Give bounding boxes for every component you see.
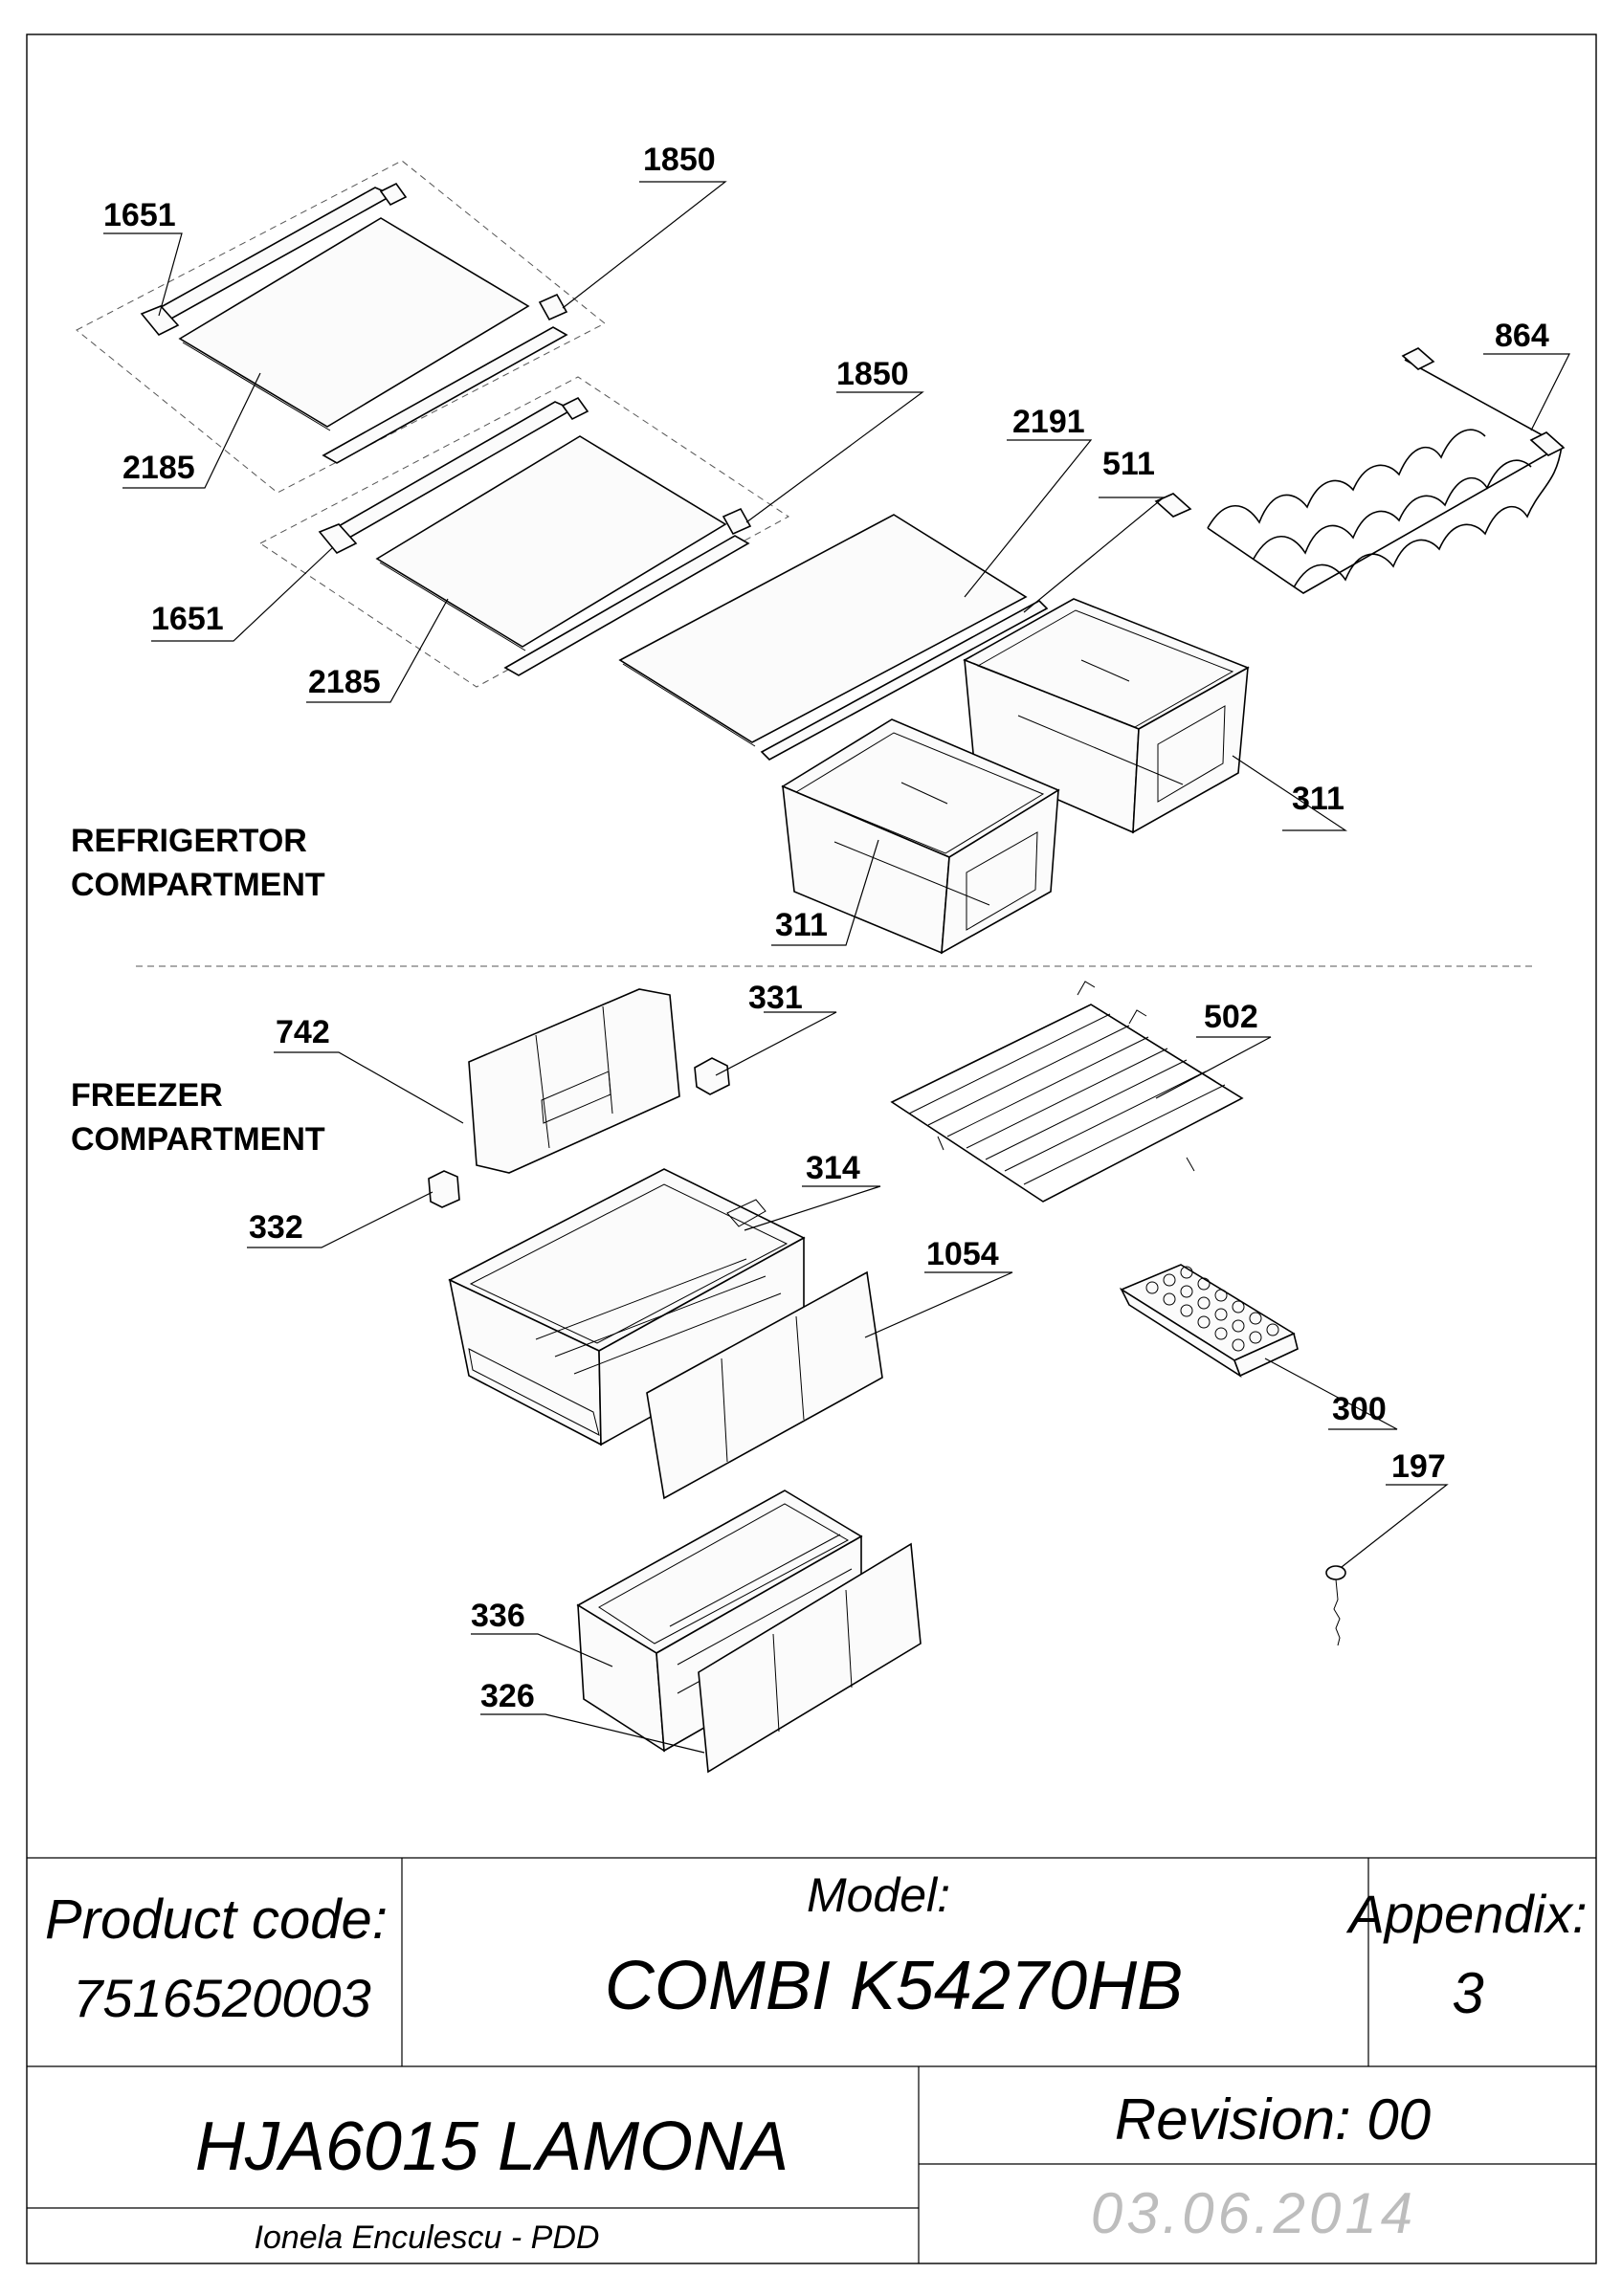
title-block <box>27 1857 1596 2263</box>
label-1651-mid: 1651 <box>151 601 224 637</box>
label-2185-top: 2185 <box>122 450 195 486</box>
model-value: COMBI K54270HB <box>605 1948 1183 2024</box>
label-1651-top: 1651 <box>103 197 176 233</box>
product-code-value: 7516520003 <box>73 1968 370 2028</box>
part-key-197 <box>1325 1565 1346 1646</box>
label-1054: 1054 <box>926 1236 999 1272</box>
model-label: Model: <box>807 1868 950 1922</box>
label-742: 742 <box>276 1014 330 1050</box>
drawing-frame <box>26 33 1597 2264</box>
leader-lines <box>103 181 1570 1754</box>
part-shelf-group-middle <box>259 376 789 688</box>
section-freezer-line2: COMPARTMENT <box>71 1121 325 1158</box>
section-refrigerator-line1: REFRIGERTOR <box>71 823 307 859</box>
label-314: 314 <box>806 1150 860 1186</box>
part-freezer-flap-742 <box>468 988 680 1174</box>
label-502: 502 <box>1204 999 1258 1035</box>
author: Ionela Enculescu - PDD <box>255 2219 600 2256</box>
label-332: 332 <box>249 1209 303 1246</box>
revision: Revision: 00 <box>1115 2087 1431 2152</box>
label-1850-top: 1850 <box>643 142 716 178</box>
label-311-right: 311 <box>1292 781 1344 817</box>
label-2191: 2191 <box>1012 404 1085 440</box>
part-strip-511 <box>760 600 1049 761</box>
label-2185-mid: 2185 <box>308 664 381 700</box>
part-glass-cover-2191 <box>618 514 1028 747</box>
part-lower-drawer-front-326 <box>698 1542 922 1774</box>
part-ice-tray-300 <box>1120 1264 1299 1378</box>
part-shelf-group-top <box>76 160 606 494</box>
label-326: 326 <box>480 1678 535 1714</box>
part-drawer-front-1054 <box>646 1270 883 1500</box>
label-331: 331 <box>748 980 803 1016</box>
label-300: 300 <box>1332 1391 1387 1427</box>
part-hinge-332 <box>428 1170 460 1208</box>
section-refrigerator-line2: COMPARTMENT <box>71 867 325 903</box>
part-hinge-331 <box>694 1057 730 1095</box>
appendix-label: Appendix: <box>1345 1884 1587 1944</box>
label-311-left: 311 <box>775 907 828 943</box>
project-name: HJA6015 LAMONA <box>195 2108 789 2185</box>
part-wire-shelf-502 <box>890 981 1244 1203</box>
label-511: 511 <box>1102 446 1155 482</box>
label-336: 336 <box>471 1598 525 1634</box>
label-197: 197 <box>1391 1448 1446 1485</box>
part-crisper-311-right <box>963 598 1250 834</box>
part-crisper-311-left <box>781 718 1060 955</box>
label-864: 864 <box>1495 318 1549 354</box>
date: 03.06.2014 <box>1091 2181 1416 2245</box>
appendix-value: 3 <box>1452 1961 1483 2025</box>
section-freezer-line1: FREEZER <box>71 1077 223 1114</box>
part-bottle-rack-864 <box>1154 347 1566 594</box>
product-code-label: Product code: <box>45 1888 388 1951</box>
label-1850-mid: 1850 <box>836 356 909 392</box>
